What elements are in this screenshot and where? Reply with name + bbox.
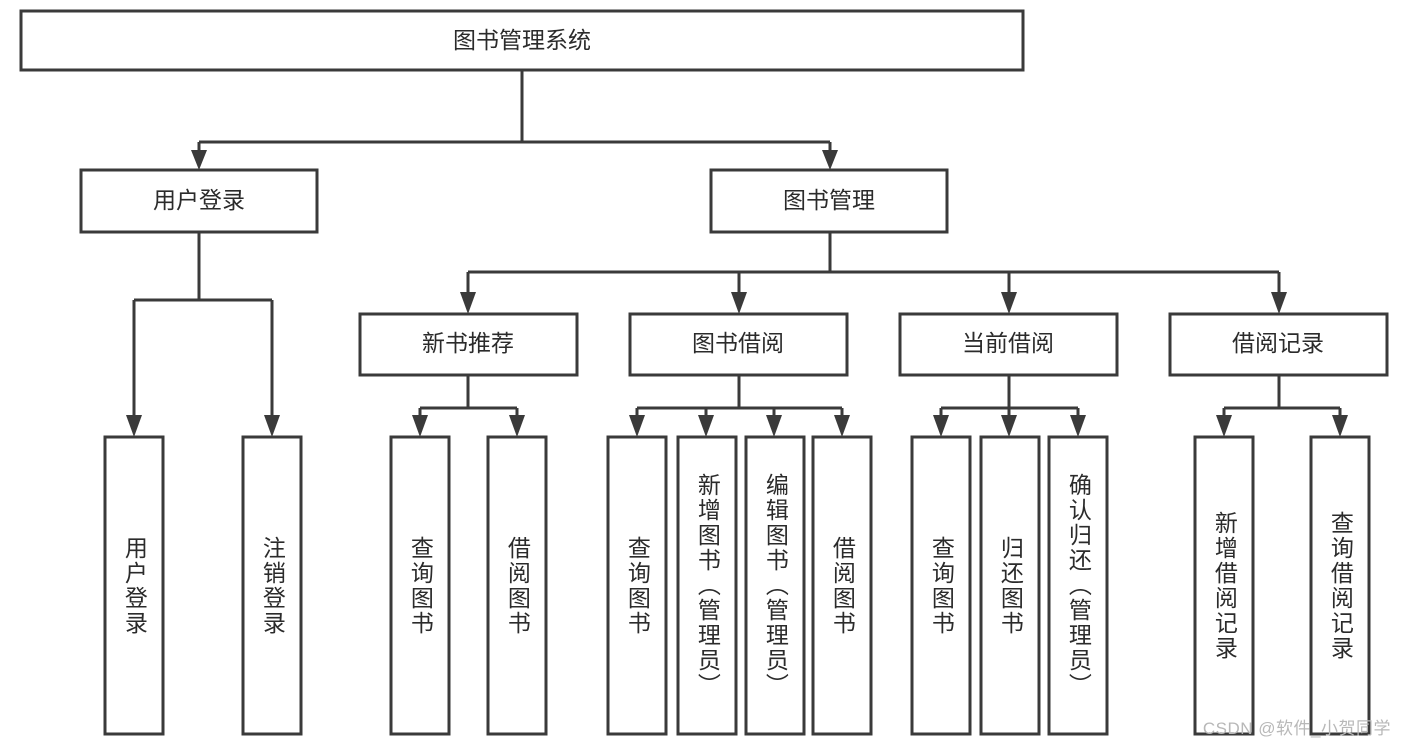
arrow-head-icon: [698, 415, 714, 437]
connector-user-login-to-leaves: [126, 232, 280, 437]
arrow-head-icon: [629, 415, 645, 437]
node-leaf-borrow-book-1[interactable]: [486, 435, 548, 736]
node-leaf-user-login[interactable]: [103, 435, 165, 736]
connector-new-book-recommend-to-leaves: [412, 375, 525, 437]
arrow-head-icon: [191, 150, 207, 170]
node-leaf-query-record[interactable]: [1309, 435, 1371, 736]
node-root[interactable]: 图书管理系统: [19, 9, 1025, 72]
node-leaf-add-record[interactable]: [1193, 435, 1255, 736]
arrow-head-icon: [1001, 415, 1017, 437]
node-book-management-label: 图书管理: [783, 187, 875, 213]
node-book-management[interactable]: 图书管理: [709, 168, 949, 234]
arrow-head-icon: [126, 415, 142, 437]
connector-current-borrow-to-leaves: [933, 375, 1086, 437]
arrow-head-icon: [1070, 415, 1086, 437]
node-leaf-borrow-book-2[interactable]: [811, 435, 873, 736]
node-borrow-record[interactable]: 借阅记录: [1168, 312, 1389, 377]
arrow-head-icon: [933, 415, 949, 437]
node-leaf-return-book[interactable]: [979, 435, 1041, 736]
arrow-head-icon: [1271, 292, 1287, 314]
node-user-login-label: 用户登录: [153, 187, 245, 213]
arrow-head-icon: [460, 292, 476, 314]
arrow-head-icon: [1332, 415, 1348, 437]
node-borrow-record-label: 借阅记录: [1232, 330, 1324, 356]
node-book-borrow-label: 图书借阅: [692, 330, 784, 356]
node-leaf-query-book-1[interactable]: [389, 435, 451, 736]
arrow-head-icon: [1216, 415, 1232, 437]
arrow-head-icon: [412, 415, 428, 437]
node-book-borrow[interactable]: 图书借阅: [628, 312, 849, 377]
arrow-head-icon: [1001, 292, 1017, 314]
arrow-head-icon: [509, 415, 525, 437]
node-current-borrow[interactable]: 当前借阅: [898, 312, 1119, 377]
arrow-head-icon: [822, 150, 838, 170]
node-leaf-add-book[interactable]: [676, 435, 738, 736]
connector-root-to-level2: [191, 70, 838, 170]
node-leaf-query-book-2[interactable]: [606, 435, 668, 736]
node-leaf-logout[interactable]: [241, 435, 303, 736]
arrow-head-icon: [834, 415, 850, 437]
node-user-login[interactable]: 用户登录: [79, 168, 319, 234]
node-new-book-recommend-label: 新书推荐: [422, 330, 514, 356]
node-leaf-query-book-3[interactable]: [910, 435, 972, 736]
node-root-label: 图书管理系统: [453, 27, 591, 53]
node-leaf-edit-book[interactable]: [744, 435, 806, 736]
arrow-head-icon: [731, 292, 747, 314]
node-current-borrow-label: 当前借阅: [962, 330, 1054, 356]
connector-book-management-to-level3: [460, 232, 1287, 314]
node-leaf-confirm-return[interactable]: [1047, 435, 1109, 736]
connector-book-borrow-to-leaves: [629, 375, 850, 437]
arrow-head-icon: [264, 415, 280, 437]
connector-borrow-record-to-leaves: [1216, 375, 1348, 437]
arrow-head-icon: [766, 415, 782, 437]
node-new-book-recommend[interactable]: 新书推荐: [358, 312, 579, 377]
watermark-text: CSDN @软件_小贺同学: [1202, 719, 1391, 738]
